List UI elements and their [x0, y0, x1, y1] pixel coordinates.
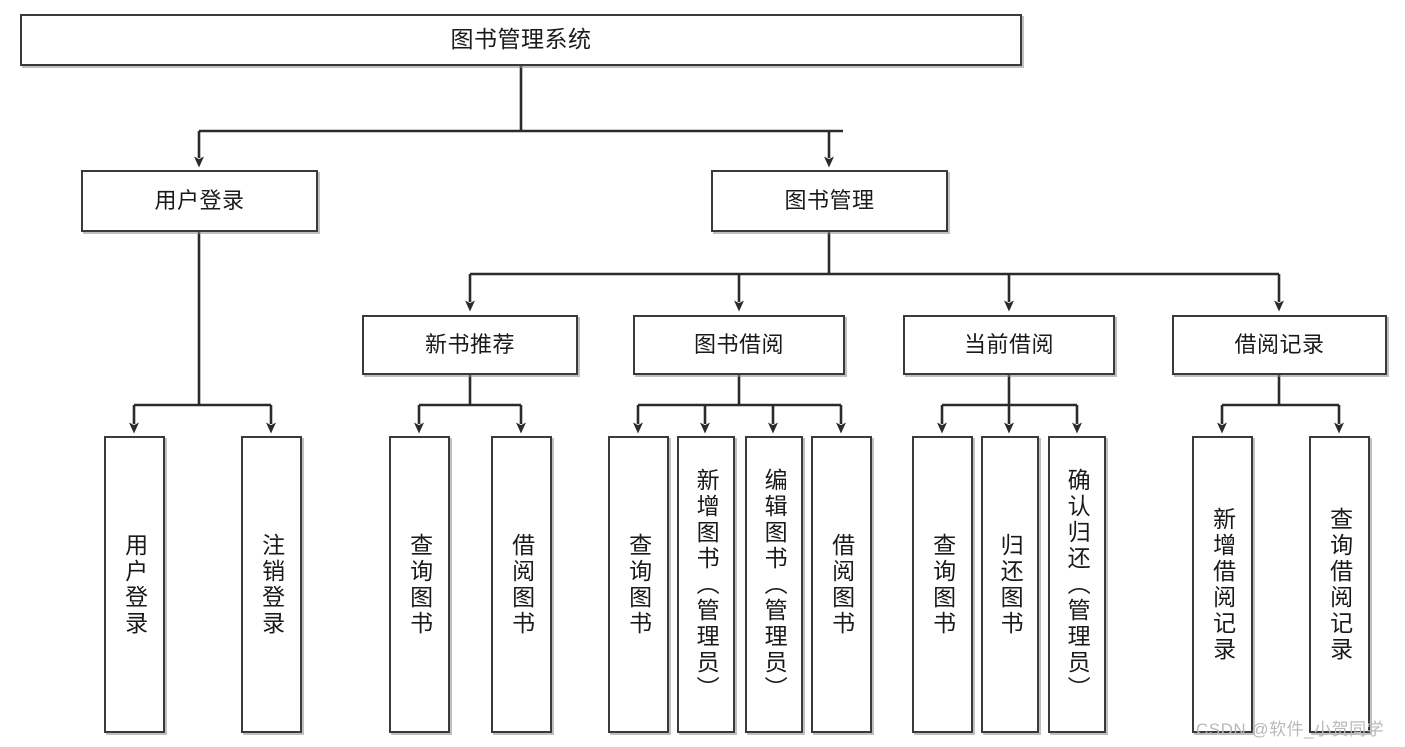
- node-leaf-user-login-label: 用户登录: [121, 532, 148, 637]
- node-leaf-rec-query2[interactable]: 查询借阅记录: [1309, 436, 1370, 733]
- node-leaf-cur-confirm[interactable]: 确认归还（管理员）: [1048, 436, 1106, 733]
- node-book-manage[interactable]: 图书管理: [711, 170, 948, 232]
- node-leaf-cur-confirm-label: 确认归还（管理员）: [1064, 467, 1091, 702]
- node-leaf-borrow-do-label: 借阅图书: [828, 532, 855, 637]
- node-leaf-borrow-add[interactable]: 新增图书（管理员）: [677, 436, 735, 733]
- node-leaf-cur-query[interactable]: 查询图书: [912, 436, 973, 733]
- node-leaf-borrow-edit[interactable]: 编辑图书（管理员）: [745, 436, 803, 733]
- node-root-label: 图书管理系统: [450, 26, 592, 53]
- node-leaf-cur-query-label: 查询图书: [929, 532, 956, 637]
- node-user-login-label: 用户登录: [154, 188, 245, 214]
- node-leaf-borrow-do[interactable]: 借阅图书: [811, 436, 872, 733]
- node-user-login[interactable]: 用户登录: [81, 170, 318, 232]
- node-current-borrow[interactable]: 当前借阅: [903, 315, 1115, 375]
- node-leaf-borrow-query[interactable]: 查询图书: [608, 436, 669, 733]
- node-leaf-rec-borrow[interactable]: 借阅图书: [491, 436, 552, 733]
- node-root[interactable]: 图书管理系统: [20, 14, 1022, 66]
- node-borrow-record-label: 借阅记录: [1234, 332, 1325, 358]
- node-leaf-rec-borrow-label: 借阅图书: [508, 532, 535, 637]
- node-new-book-rec[interactable]: 新书推荐: [362, 315, 578, 375]
- node-current-borrow-label: 当前借阅: [963, 332, 1054, 358]
- node-leaf-rec-add[interactable]: 新增借阅记录: [1192, 436, 1253, 733]
- node-leaf-rec-query-label: 查询图书: [406, 532, 433, 637]
- node-leaf-user-logout[interactable]: 注销登录: [241, 436, 302, 733]
- node-book-borrow[interactable]: 图书借阅: [633, 315, 845, 375]
- csdn-watermark: CSDN @软件_小贺同学: [1196, 720, 1385, 739]
- node-book-manage-label: 图书管理: [784, 188, 875, 214]
- node-leaf-rec-query[interactable]: 查询图书: [389, 436, 450, 733]
- node-leaf-user-login[interactable]: 用户登录: [104, 436, 165, 733]
- node-book-borrow-label: 图书借阅: [693, 332, 784, 358]
- node-leaf-cur-return-label: 归还图书: [997, 532, 1024, 637]
- node-leaf-borrow-add-label: 新增图书（管理员）: [693, 467, 720, 702]
- node-leaf-rec-query2-label: 查询借阅记录: [1326, 506, 1353, 663]
- node-borrow-record[interactable]: 借阅记录: [1172, 315, 1387, 375]
- node-leaf-user-logout-label: 注销登录: [258, 532, 285, 637]
- node-leaf-borrow-edit-label: 编辑图书（管理员）: [761, 467, 788, 702]
- node-leaf-borrow-query-label: 查询图书: [625, 532, 652, 637]
- node-leaf-cur-return[interactable]: 归还图书: [981, 436, 1039, 733]
- node-new-book-rec-label: 新书推荐: [424, 332, 515, 358]
- node-leaf-rec-add-label: 新增借阅记录: [1209, 506, 1236, 663]
